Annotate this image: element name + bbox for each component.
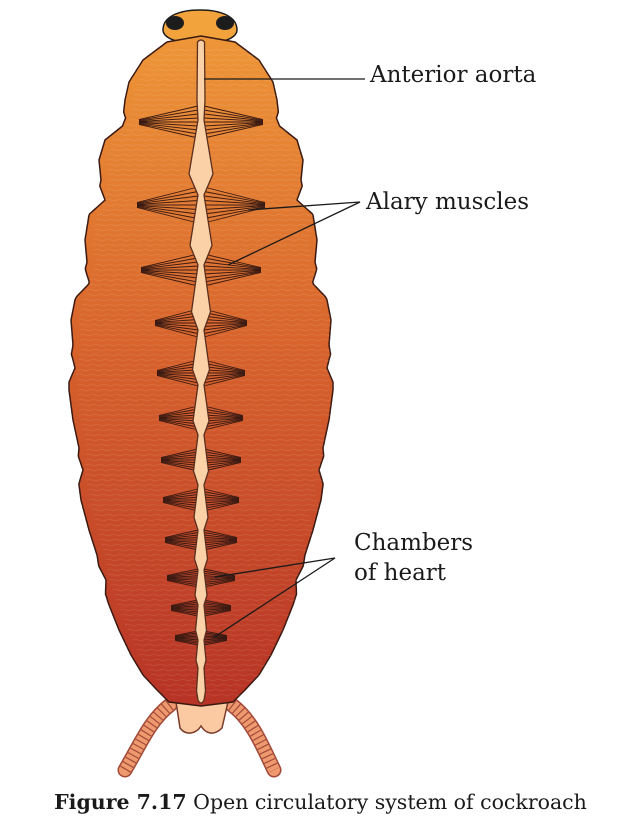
texture-line [86, 443, 327, 447]
figure-caption-text: Open circulatory system of cockroach [193, 790, 587, 814]
label-alary-muscles: Alary muscles [366, 189, 530, 215]
alary-muscle-pair [156, 359, 246, 387]
alary-muscle-pair [136, 186, 266, 224]
label-chambers-of-heart-line2: of heart [354, 560, 447, 586]
texture-line [133, 93, 279, 97]
alary-muscles [136, 105, 266, 646]
label-chambers-of-heart-line1: Chambers [354, 530, 474, 556]
left-cercus-fill [119, 699, 176, 776]
alary-muscle-pair [164, 529, 238, 551]
texture-line [169, 693, 243, 697]
texture-line [80, 338, 333, 342]
leader-chambers-1 [214, 557, 336, 578]
alary-muscle-pair [170, 599, 232, 617]
leader-alary-2 [227, 201, 361, 266]
leader-alary-1 [247, 201, 361, 211]
texture-line [85, 438, 326, 442]
alary-muscle-pair [158, 405, 244, 431]
tail-plate [175, 701, 229, 734]
texture-line [86, 478, 327, 482]
leader-lines [204, 78, 365, 639]
figure-number: Figure 7.17 [54, 790, 187, 814]
left-eye [166, 16, 184, 30]
texture-line [164, 48, 249, 52]
alary-muscle-pair [160, 448, 242, 472]
right-eye [216, 16, 234, 30]
texture-line [157, 53, 254, 57]
leader-chambers-2 [212, 557, 336, 639]
right-cercus-fill [226, 699, 280, 776]
texture-line [110, 583, 303, 587]
heart-tube [188, 39, 214, 704]
label-anterior-aorta: Anterior aorta [370, 62, 537, 88]
alary-muscle-pair [138, 105, 264, 139]
figure-caption: Figure 7.17 Open circulatory system of c… [0, 790, 641, 814]
alary-muscle-pair [162, 488, 240, 512]
texture-line [79, 333, 333, 337]
alary-muscle-pair [166, 568, 236, 588]
alary-muscle-pair [154, 308, 248, 338]
